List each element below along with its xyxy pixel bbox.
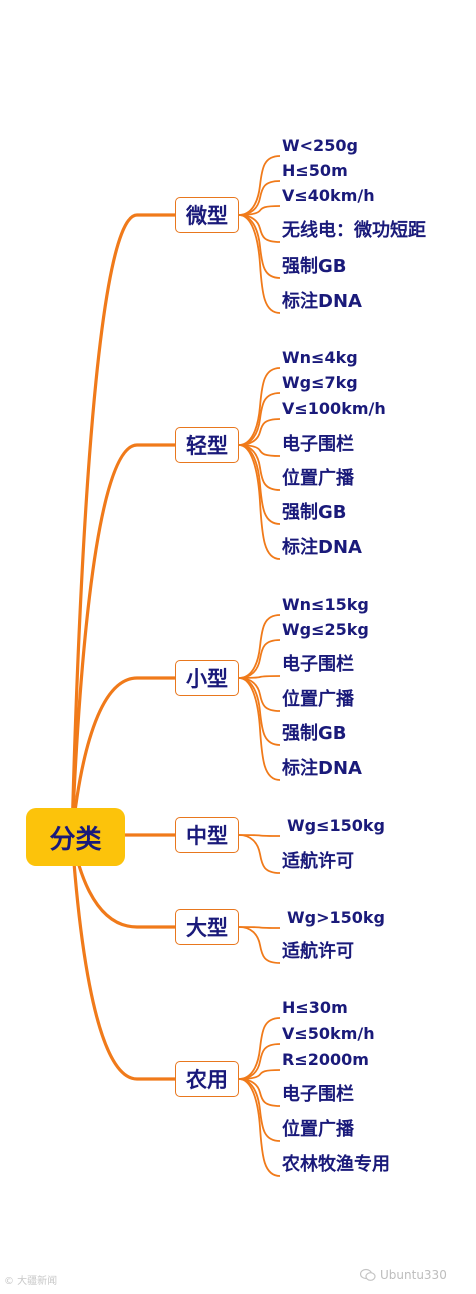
leaf-connector-0-5	[238, 214, 281, 314]
leaf-connector-1-3	[238, 444, 281, 457]
leaf-item: V≤40km/h	[282, 186, 375, 205]
leaf-connector-2-5	[238, 677, 281, 781]
leaf-item: 电子围栏	[282, 654, 354, 675]
leaf-connector-3-1	[238, 834, 281, 874]
watermark-left: © 大疆新闻	[4, 1276, 58, 1287]
leaf-item: 位置广播	[282, 689, 354, 710]
leaf-connector-5-0	[238, 1017, 281, 1080]
category-node-1: 轻型	[175, 427, 239, 463]
leaf-connector-2-3	[238, 677, 281, 712]
leaf-item: 强制GB	[282, 723, 347, 744]
leaf-item: W<250g	[282, 136, 358, 155]
leaf-item: 标注DNA	[282, 537, 362, 558]
leaf-connector-2-2	[238, 675, 281, 679]
leaf-item: V≤50km/h	[282, 1024, 375, 1043]
leaf-item: 电子围栏	[282, 434, 354, 455]
leaf-item: Wg≤7kg	[282, 373, 358, 392]
leaf-connector-1-1	[238, 392, 281, 446]
leaf-item: Wg>150kg	[287, 908, 385, 927]
leaf-connector-5-1	[238, 1043, 281, 1080]
leaf-item: 电子围栏	[282, 1084, 354, 1105]
category-node-2: 小型	[175, 660, 239, 696]
category-label: 农用	[186, 1068, 228, 1092]
leaf-connector-3-0	[238, 834, 281, 837]
leaf-item: 无线电：微功短距	[282, 220, 426, 241]
leaf-item: 位置广播	[282, 1119, 354, 1140]
leaf-connector-5-5	[238, 1078, 281, 1177]
leaf-item: 农林牧渔专用	[282, 1154, 390, 1175]
leaf-connector-1-0	[238, 367, 281, 446]
branch-line-0	[70, 213, 177, 838]
category-node-3: 中型	[175, 817, 239, 853]
leaf-item: 适航许可	[282, 941, 354, 962]
leaf-connector-1-4	[238, 444, 281, 491]
leaf-connector-5-3	[238, 1078, 281, 1107]
category-label: 中型	[186, 824, 228, 848]
category-node-5: 农用	[175, 1061, 239, 1097]
leaf-item: Wn≤15kg	[282, 595, 369, 614]
category-node-0: 微型	[175, 197, 239, 233]
leaf-item: 强制GB	[282, 502, 347, 523]
leaf-connector-0-0	[238, 155, 281, 216]
leaf-connector-1-2	[238, 418, 281, 446]
leaf-item: H≤50m	[282, 161, 348, 180]
leaf-item: Wg≤150kg	[287, 816, 385, 835]
branch-line-5	[70, 834, 177, 1081]
leaf-item: 标注DNA	[282, 758, 362, 779]
leaf-item: 位置广播	[282, 468, 354, 489]
root-label: 分类	[49, 824, 102, 855]
category-node-4: 大型	[175, 909, 239, 945]
leaf-connector-2-1	[238, 639, 281, 679]
leaf-connector-4-0	[238, 926, 281, 929]
leaf-connector-0-4	[238, 214, 281, 279]
root-node: 分类	[26, 808, 125, 866]
leaf-item: Wn≤4kg	[282, 348, 358, 367]
category-label: 微型	[186, 204, 228, 228]
wechat-icon	[360, 1268, 376, 1281]
leaf-item: V≤100km/h	[282, 399, 386, 418]
leaf-connector-5-4	[238, 1078, 281, 1142]
branch-line-1	[70, 443, 177, 838]
leaf-connector-1-6	[238, 444, 281, 560]
watermark-right: Ubuntu330	[380, 1268, 447, 1282]
category-label: 轻型	[186, 434, 228, 458]
leaf-item: Wg≤25kg	[282, 620, 369, 639]
leaf-item: H≤30m	[282, 998, 348, 1017]
leaf-connector-0-1	[238, 180, 281, 216]
leaf-connector-2-4	[238, 677, 281, 746]
leaf-item: 标注DNA	[282, 291, 362, 312]
category-label: 小型	[186, 667, 228, 691]
leaf-item: R≤2000m	[282, 1050, 369, 1069]
leaf-item: 强制GB	[282, 256, 347, 277]
leaf-item: 适航许可	[282, 851, 354, 872]
leaf-connector-1-5	[238, 444, 281, 525]
category-label: 大型	[186, 916, 228, 940]
leaf-connector-4-1	[238, 926, 281, 964]
leaf-connector-0-2	[238, 205, 281, 216]
leaf-connector-2-0	[238, 614, 281, 679]
leaf-connector-0-3	[238, 214, 281, 243]
leaf-connector-5-2	[238, 1069, 281, 1080]
